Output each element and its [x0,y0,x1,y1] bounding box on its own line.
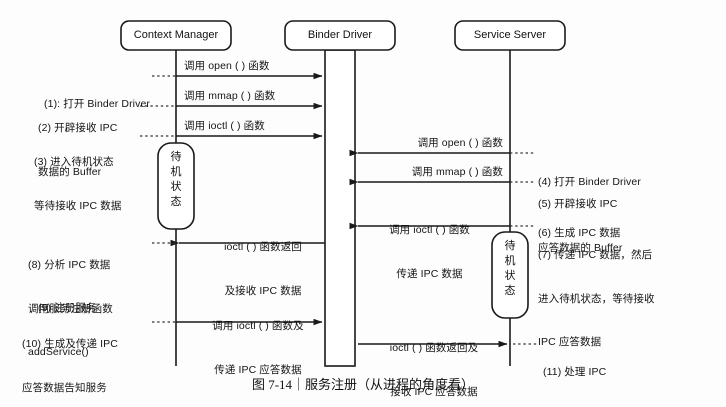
step-label-10: (10) 生成及传递 IPC 应答数据告知服务 已注册完毕 [22,308,152,407]
step-label-11-line1: (11) 处理 IPC [543,366,607,378]
activation-label-context-manager-wait: 待 机 状 态 [168,150,184,210]
step-label-11: (11) 处理 IPC 应答数据 [543,336,713,407]
activation-char-4: 态 [504,285,516,297]
step-label-7-line2: 进入待机状态，等待接收 [538,292,655,305]
step-label-1: (1): 打开 Binder Driver [14,68,150,141]
activation-char-3: 状 [170,181,182,193]
activation-char-3: 状 [504,270,516,282]
activation-char-2: 机 [170,166,182,178]
activation-box-service-server-wait [491,231,529,319]
message-label-m7-line2: 及接收 IPC 数据 [224,284,302,297]
message-label-m8-line1: 调用 ioctl ( ) 函数及 [212,320,304,332]
actor-label-service-server: Service Server [473,29,547,41]
step-label-5-line2: 应答数据的 Buffer [538,241,623,254]
message-label-m5: 调用 mmap ( ) 函数 [411,166,503,178]
step-label-2-line1: (2) 开辟接收 IPC [38,122,118,134]
step-label-9: (9) 注册服务 [38,272,152,345]
step-label-7: (7) 传递 IPC 数据，然后 进入待机状态，等待接收 IPC 应答数据 [538,219,724,379]
step-label-5: (5) 开辟接收 IPC 应答数据的 Buffer [538,168,718,284]
message-label-m6: 调用 ioctl ( ) 函数 传递 IPC 数据 [362,194,497,310]
message-label-m2: 调用 mmap ( ) 函数 [184,90,276,102]
step-label-6-line1: (6) 生成 IPC 数据 [538,227,621,239]
message-label-m9-line1: ioctl ( ) 函数返回及 [389,342,479,354]
message-label-m3: 调用 ioctl ( ) 函数 [184,120,265,132]
step-label-3: (3) 进入待机状态 等待接收 IPC 数据 [34,126,148,242]
step-label-8-line1: (8) 分析 IPC 数据 [28,259,111,271]
actor-box-binder-driver [284,20,396,51]
step-label-9-line1: (9) 注册服务 [38,302,97,314]
step-label-8-line3: addService() [28,346,89,358]
step-label-3-line2: 等待接收 IPC 数据 [34,199,122,212]
step-label-4: (4) 打开 Binder Driver [538,146,718,219]
message-label-m1: 调用 open ( ) 函数 [184,60,270,72]
step-label-7-line1: (7) 传递 IPC 数据，然后 [538,249,653,261]
activation-binder-driver [324,49,356,367]
message-label-m4: 调用 open ( ) 函数 [417,137,503,149]
actor-label-context-manager: Context Manager [133,29,219,41]
message-label-m8-line2: 传递 IPC 应答数据 [214,363,302,376]
step-label-3-line1: (3) 进入待机状态 [34,156,114,168]
activation-box-context-manager-wait [157,142,195,230]
message-label-m9: ioctl ( ) 函数返回及 接收 IPC 应答数据 [364,312,504,407]
actor-label-binder-driver: Binder Driver [307,29,373,41]
step-label-5-line1: (5) 开辟接收 IPC [538,198,618,210]
activation-label-service-server-wait: 待 机 状 态 [502,239,518,299]
step-label-1-line1: (1): 打开 Binder Driver [44,98,150,110]
actor-box-service-server [454,20,566,51]
message-label-m8: 调用 ioctl ( ) 函数及 传递 IPC 应答数据 [188,290,328,406]
step-label-2-line2: 数据的 Buffer [38,165,102,178]
message-label-m6-line2: 传递 IPC 数据 [396,267,463,280]
step-label-8-line2: 调用服务注册函数 [28,302,113,315]
message-label-m9-line2: 接收 IPC 应答数据 [390,385,478,398]
message-label-m7: ioctl ( ) 函数返回 及接收 IPC 数据 [196,211,330,327]
message-label-m7-line1: ioctl ( ) 函数返回 [224,241,302,253]
step-label-4-line1: (4) 打开 Binder Driver [538,176,641,188]
step-label-10-line2: 应答数据告知服务 [22,381,107,394]
activation-char-4: 态 [170,196,182,208]
activation-char-2: 机 [504,255,516,267]
step-label-10-line1: (10) 生成及传递 IPC [22,338,118,350]
message-label-m6-line1: 调用 ioctl ( ) 函数 [389,224,470,236]
step-label-8: (8) 分析 IPC 数据 调用服务注册函数 addService() [28,229,152,389]
activation-char-1: 待 [170,151,182,163]
activation-char-1: 待 [504,240,516,252]
actor-box-context-manager [120,20,232,51]
step-label-7-line3: IPC 应答数据 [538,336,602,348]
step-label-6: (6) 生成 IPC 数据 [538,197,718,270]
step-label-2: (2) 开辟接收 IPC 数据的 Buffer [38,92,148,208]
figure-caption: 图 7-14｜服务注册（从进程的角度看） [251,377,475,392]
